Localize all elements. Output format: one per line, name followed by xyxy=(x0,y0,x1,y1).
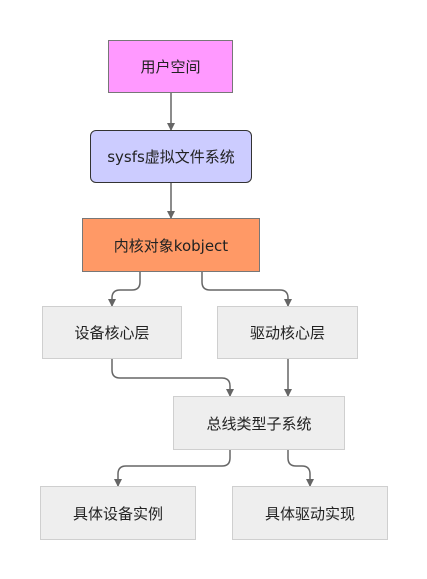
node-label: 用户空间 xyxy=(140,58,201,76)
node-label: 总线类型子系统 xyxy=(206,414,312,433)
edge-bus-to-concrete-device xyxy=(114,450,231,487)
node-concrete-driver: 具体驱动实现 xyxy=(232,486,388,540)
node-label: 具体驱动实现 xyxy=(264,504,355,523)
edge-device-core-to-bus xyxy=(111,359,234,397)
node-bus-subsystem: 总线类型子系统 xyxy=(173,396,345,450)
edge-kobject-to-driver-core xyxy=(201,272,292,307)
node-device-core: 设备核心层 xyxy=(42,306,182,359)
node-kobject: 内核对象kobject xyxy=(82,218,260,272)
node-concrete-device: 具体设备实例 xyxy=(40,486,196,540)
edge-bus-to-concrete-driver xyxy=(287,450,314,487)
node-user-space: 用户空间 xyxy=(108,40,233,93)
node-label: sysfs虚拟文件系统 xyxy=(107,148,235,166)
edge-kobject-to-device-core xyxy=(108,272,141,307)
node-driver-core: 驱动核心层 xyxy=(217,306,358,359)
node-label: 内核对象kobject xyxy=(113,236,229,255)
node-label: 设备核心层 xyxy=(74,324,150,342)
node-label: 驱动核心层 xyxy=(249,324,325,342)
node-sysfs: sysfs虚拟文件系统 xyxy=(90,130,252,183)
node-label: 具体设备实例 xyxy=(72,504,163,523)
